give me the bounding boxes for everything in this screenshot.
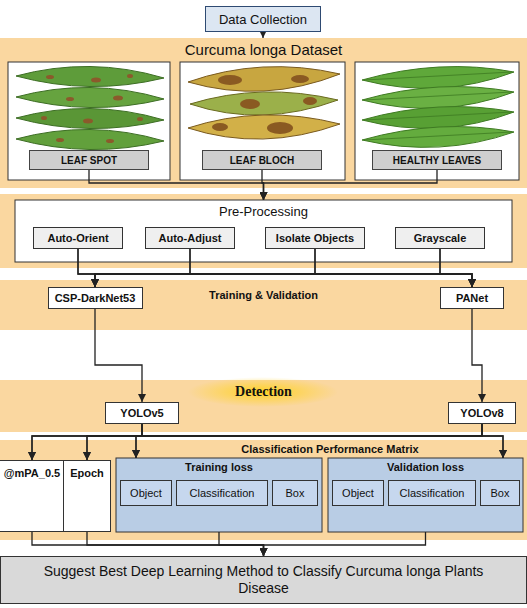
box-label: Auto-Orient [47, 232, 108, 244]
group-title: Pre-Processing [15, 200, 512, 219]
detection-band: DetectionYOLOv5 YOLOv8 [0, 380, 527, 432]
connector [32, 424, 482, 460]
connector [95, 249, 315, 287]
connector [142, 424, 503, 458]
training-band: Training & ValidationCSP-DarkNet53PANet [0, 280, 527, 330]
box-label: Classification [190, 487, 255, 499]
connector [472, 309, 482, 402]
group-fill [0, 38, 527, 188]
class-label: LEAF BLOCH [202, 150, 322, 170]
box-label: CSP-DarkNet53 [55, 292, 136, 304]
step-box: Isolate Objects [265, 227, 365, 249]
group-title: Detection [0, 380, 527, 400]
connector [78, 249, 95, 287]
connector [136, 424, 482, 458]
band [0, 194, 527, 268]
process-box: PANet [440, 287, 504, 309]
loss-group: Validation lossObject Classification Box [328, 458, 523, 532]
box-label: Grayscale [414, 232, 467, 244]
leaf-blotch-photo [180, 62, 345, 180]
connector [95, 309, 142, 402]
box-label: HEALTHY LEAVES [393, 155, 481, 166]
class-label: LEAF SPOT [29, 150, 149, 170]
class-label: HEALTHY LEAVES [372, 150, 502, 170]
model-box: YOLOv5 [105, 402, 179, 424]
connector [95, 249, 440, 287]
result-box: Suggest Best Deep Learning Method to Cla… [0, 556, 527, 604]
connector [264, 532, 426, 556]
metric-box: Epoch [63, 460, 111, 532]
connector [87, 424, 142, 460]
dataset-band: Curcuma longa DatasetLEAF SPOT LEAF BLOCH… [0, 38, 527, 188]
connector [87, 532, 264, 556]
box-label: Object [342, 487, 374, 499]
box-label: Box [286, 487, 305, 499]
box-label: Data Collection [219, 12, 307, 27]
healthy-leaves-photo [355, 62, 519, 180]
leaf-spot-photo [8, 62, 170, 180]
group-fill [0, 280, 527, 330]
box-label: LEAF SPOT [61, 155, 117, 166]
step-box: Auto-Adjust [145, 227, 235, 249]
connector [219, 532, 264, 556]
connector [440, 249, 472, 287]
group-title: Classification Performance Matrix [200, 440, 460, 455]
connector [262, 32, 263, 38]
connector [482, 424, 503, 458]
connector [95, 249, 190, 287]
box-label: @mPA_0.5 [4, 467, 60, 479]
box-label: Epoch [70, 467, 104, 479]
connector [190, 249, 472, 287]
box-label: YOLOv5 [120, 407, 163, 419]
box-label: Suggest Best Deep Learning Method to Cla… [21, 563, 506, 598]
loss-box: Object [120, 480, 172, 506]
connector [89, 170, 264, 200]
group-fill [116, 458, 322, 532]
connector [315, 249, 472, 287]
box-label: Classification [400, 487, 465, 499]
loss-box: Classification [388, 480, 476, 506]
group-title: Training loss [116, 458, 322, 473]
group-fill [328, 458, 523, 532]
process-box: CSP-DarkNet53 [48, 287, 143, 309]
box-label: LEAF BLOCH [230, 155, 294, 166]
start-box: Data Collection [205, 6, 321, 32]
box-label: Isolate Objects [276, 232, 354, 244]
box-label: Box [491, 487, 510, 499]
box-label: Object [130, 487, 162, 499]
group-fill [0, 440, 527, 540]
loss-box: Classification [176, 480, 268, 506]
loss-box: Box [480, 480, 520, 506]
loss-box: Object [332, 480, 384, 506]
step-box: Grayscale [395, 227, 485, 249]
loss-group: Training lossObject Classification Box [116, 458, 322, 532]
connector [136, 424, 142, 458]
metric-box: @mPA_0.5 [0, 460, 68, 532]
group-title: Validation loss [328, 458, 523, 473]
box-label: YOLOv8 [460, 407, 503, 419]
connector [78, 249, 472, 287]
step-box: Auto-Orient [33, 227, 123, 249]
preprocessing-box: Pre-ProcessingAuto-Orient Auto-Adjust Isol… [15, 200, 512, 262]
group-fill [15, 200, 512, 262]
connector [264, 170, 438, 200]
box-label: Auto-Adjust [159, 232, 222, 244]
model-box: YOLOv8 [448, 402, 516, 424]
connector [32, 532, 264, 556]
loss-box: Box [272, 480, 318, 506]
group-title: Curcuma longa Dataset [0, 38, 527, 58]
metrics-band: Classification Performance Matrix @mPA_0.… [0, 440, 527, 540]
box-label: PANet [456, 292, 488, 304]
connector [87, 424, 482, 460]
